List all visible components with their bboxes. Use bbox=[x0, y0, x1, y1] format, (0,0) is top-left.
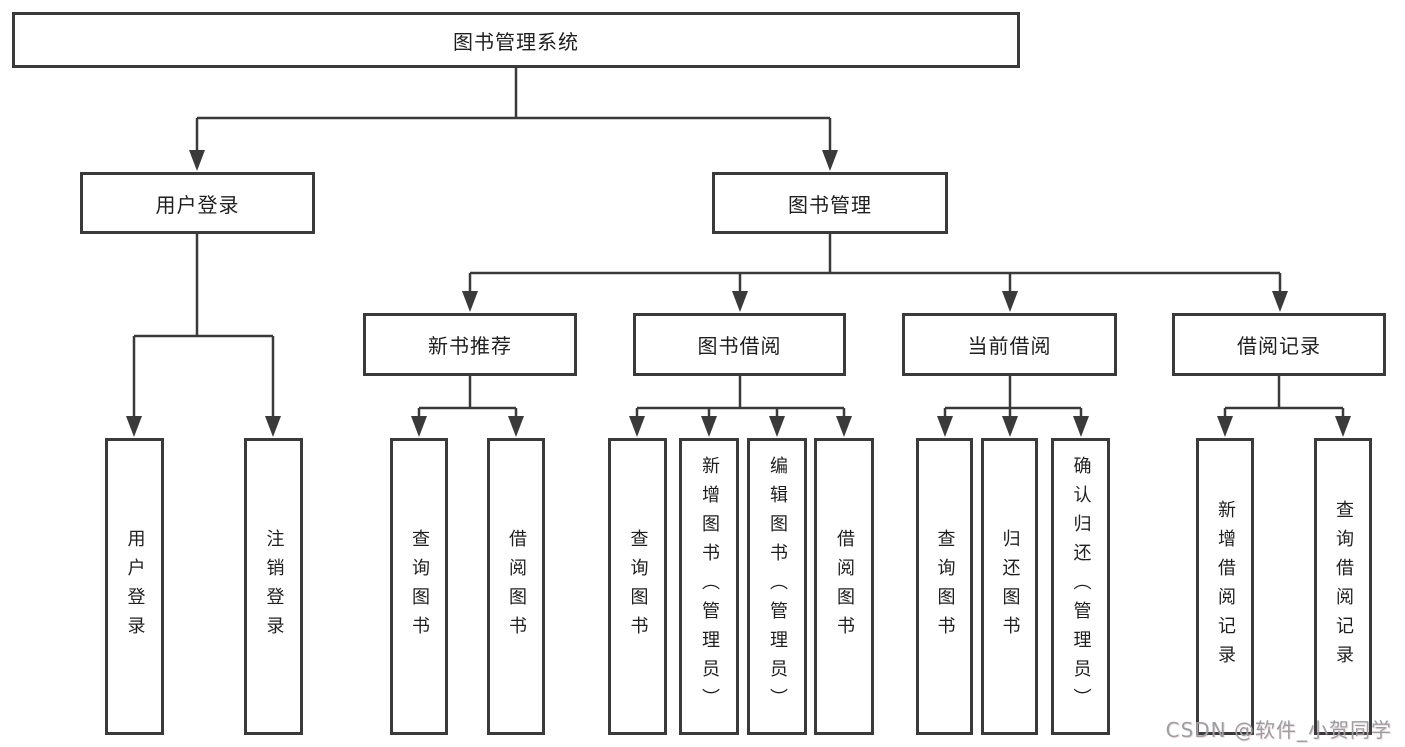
leaf-borrow-books-2: 借阅图书 bbox=[814, 438, 874, 735]
leaf-label: 借阅图书 bbox=[834, 528, 855, 645]
node-system-root: 图书管理系统 bbox=[12, 12, 1020, 68]
node-label: 图书管理 bbox=[788, 192, 872, 217]
leaf-add-borrow-record: 新增借阅记录 bbox=[1196, 438, 1254, 735]
leaf-label: 查询图书 bbox=[627, 528, 649, 645]
leaf-label: 借阅图书 bbox=[506, 528, 527, 645]
leaf-label: 编辑图书（管理员） bbox=[767, 456, 788, 717]
leaf-borrow-books-1: 借阅图书 bbox=[487, 438, 545, 735]
leaf-query-books-3: 查询图书 bbox=[916, 438, 973, 735]
leaf-label: 新增借阅记录 bbox=[1215, 499, 1236, 674]
leaf-label: 归还图书 bbox=[999, 528, 1021, 645]
leaf-add-books-admin: 新增图书（管理员） bbox=[679, 438, 739, 735]
leaf-query-borrow-record: 查询借阅记录 bbox=[1314, 438, 1372, 735]
leaf-confirm-return-admin: 确认归还（管理员） bbox=[1051, 438, 1110, 735]
leaf-label: 查询图书 bbox=[934, 528, 956, 645]
node-label: 图书借阅 bbox=[697, 334, 782, 358]
leaf-return-books: 归还图书 bbox=[981, 438, 1038, 735]
node-label: 新书推荐 bbox=[428, 334, 512, 358]
node-label: 用户登录 bbox=[155, 192, 240, 217]
node-label: 当前借阅 bbox=[967, 334, 1052, 358]
leaf-label: 查询借阅记录 bbox=[1333, 499, 1354, 674]
leaf-edit-books-admin: 编辑图书（管理员） bbox=[747, 438, 807, 735]
leaf-label: 注销登录 bbox=[263, 528, 285, 645]
leaf-query-books-1: 查询图书 bbox=[390, 438, 448, 735]
node-borrow-records: 借阅记录 bbox=[1172, 313, 1386, 376]
node-user-login: 用户登录 bbox=[80, 172, 315, 234]
node-book-management: 图书管理 bbox=[712, 172, 948, 234]
node-book-borrow: 图书借阅 bbox=[633, 313, 846, 376]
leaf-logout: 注销登录 bbox=[244, 438, 303, 735]
leaf-label: 用户登录 bbox=[124, 528, 146, 645]
node-label: 借阅记录 bbox=[1237, 334, 1321, 358]
leaf-user-login: 用户登录 bbox=[105, 438, 164, 735]
leaf-query-books-2: 查询图书 bbox=[608, 438, 667, 735]
leaf-label: 查询图书 bbox=[409, 528, 430, 645]
node-current-borrow: 当前借阅 bbox=[902, 313, 1117, 376]
leaf-label: 确认归还（管理员） bbox=[1070, 456, 1092, 717]
csdn-watermark: CSDN @软件_小贺同学 bbox=[1165, 718, 1392, 742]
node-new-book-recommend: 新书推荐 bbox=[363, 313, 577, 376]
node-label: 图书管理系统 bbox=[453, 29, 579, 54]
leaf-label: 新增图书（管理员） bbox=[699, 456, 720, 717]
